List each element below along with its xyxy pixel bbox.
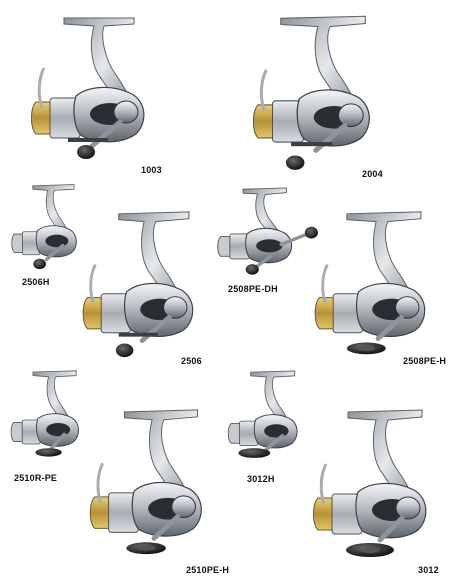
reel-image-2510r-pe: [4, 366, 98, 462]
reel-3012h-graphic: [227, 370, 298, 458]
reel-2506-graphic: [82, 211, 194, 358]
reel-2510pe-h-graphic: [89, 409, 202, 555]
model-label-3012: 3012: [418, 565, 439, 575]
reel-image-2506h: [6, 180, 94, 272]
reel-image-3012h: [222, 366, 316, 464]
model-label-2506h: 2506H: [22, 277, 50, 287]
reel-2510r-pe-graphic: [10, 370, 79, 457]
reel-3012-graphic: [313, 409, 427, 557]
model-label-2508pe-dh: 2508PE-DH: [228, 284, 278, 294]
reel-2506h-graphic: [11, 184, 77, 270]
model-label-2510r-pe: 2510R-PE: [14, 473, 58, 483]
reel-image-2004: [248, 8, 396, 173]
model-label-2508pe-h: 2508PE-H: [403, 356, 447, 366]
reel-image-2508pe-dh: [214, 184, 322, 276]
reel-2508pe-dh-graphic: [217, 187, 318, 275]
model-label-2004: 2004: [362, 169, 383, 179]
reel-image-2508pe-h: [300, 206, 460, 362]
model-label-3012h: 3012H: [247, 474, 275, 484]
model-label-2506: 2506: [181, 356, 202, 366]
reel-2004-graphic: [252, 15, 370, 170]
reel-image-2510pe-h: [82, 404, 230, 562]
reel-2508pe-h-graphic: [314, 211, 426, 355]
reel-image-1003: [28, 8, 168, 168]
reel-image-2506: [74, 206, 222, 362]
reel-1003-graphic: [31, 17, 145, 159]
model-label-1003: 1003: [141, 165, 162, 175]
model-label-2510pe-h: 2510PE-H: [186, 565, 230, 575]
reel-image-3012: [298, 404, 462, 564]
